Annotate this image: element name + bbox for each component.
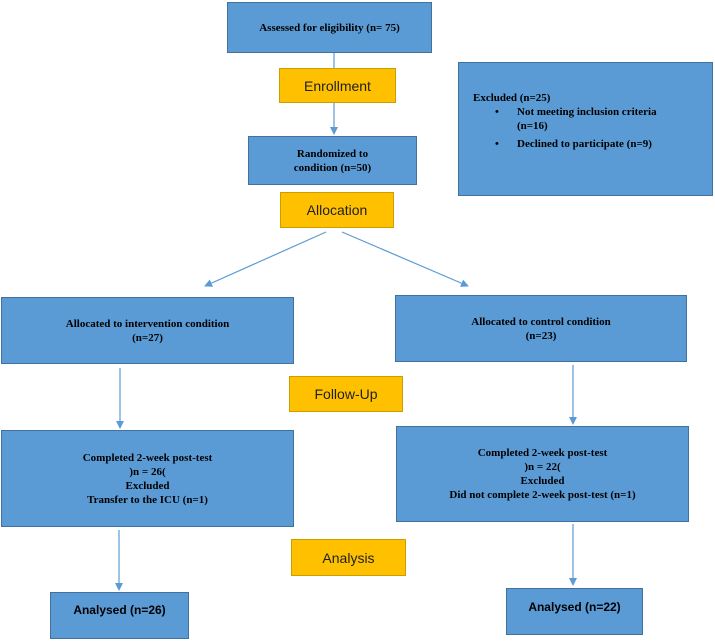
excluded-item: • Not meeting inclusion criteria (n=16) <box>495 106 657 132</box>
excluded-title: Excluded (n=25) <box>473 92 551 104</box>
randomized-box: Randomized to condition (n=50) <box>248 136 417 185</box>
excluded-item: • Declined to participate (n=9) <box>495 138 652 150</box>
bullet-icon: • <box>495 138 499 150</box>
allocation-label: Allocation <box>280 192 394 228</box>
arrow-allocation-to-intervention <box>204 231 327 287</box>
intervention-analysed-box: Analysed (n=26) <box>50 592 189 639</box>
assessed-box: Assessed for eligibility (n= 75) <box>227 2 432 53</box>
control-box: Allocated to control condition (n=23) <box>395 295 687 362</box>
intervention-followup-box: Completed 2-week post-test )n = 26( Excl… <box>1 430 294 527</box>
arrow-allocation-to-control <box>341 231 469 287</box>
control-analysed-box: Analysed (n=22) <box>506 588 643 635</box>
control-followup-box: Completed 2-week post-test )n = 22( Excl… <box>396 426 689 522</box>
enrollment-label: Enrollment <box>279 68 396 103</box>
excluded-box: Excluded (n=25) • Not meeting inclusion … <box>458 62 713 196</box>
excluded-list: • Not meeting inclusion criteria (n=16) … <box>473 105 657 151</box>
analysis-label: Analysis <box>291 539 406 576</box>
intervention-box: Allocated to intervention condition (n=2… <box>1 297 294 364</box>
bullet-icon: • <box>495 106 499 118</box>
follow-up-label: Follow-Up <box>289 376 403 412</box>
assessed-text: Assessed for eligibility (n= 75) <box>259 21 400 34</box>
